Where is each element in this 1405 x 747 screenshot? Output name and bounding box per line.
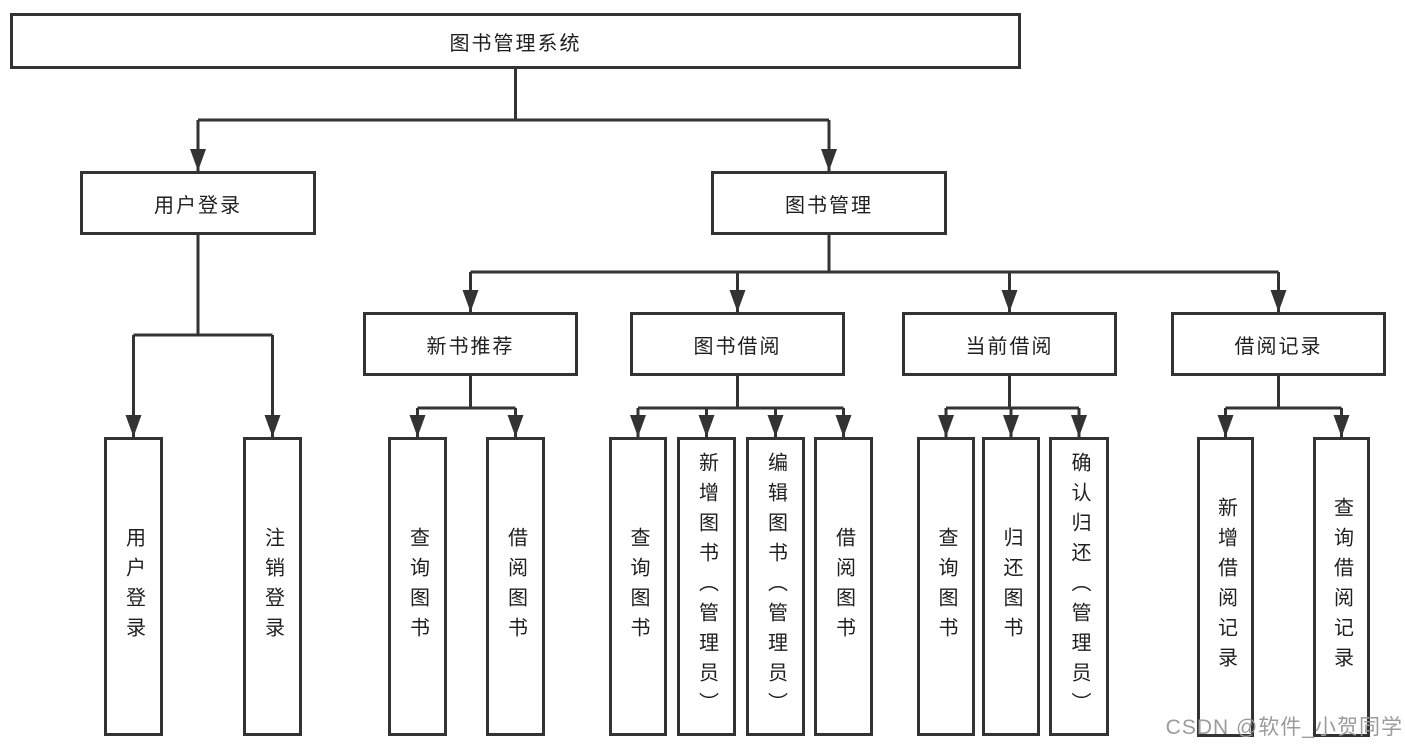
- node-borrow-records: 借阅记录: [1171, 312, 1386, 376]
- leaf-return-books: 归还图书: [982, 437, 1040, 736]
- node-new-book-recommend: 新书推荐: [363, 312, 578, 376]
- leaf-edit-book-admin: 编辑图书（管理员）: [746, 437, 805, 736]
- leaf-query-borrow-record: 查询借阅记录: [1313, 437, 1370, 737]
- leaf-borrow-books-recommend: 借阅图书: [486, 437, 545, 736]
- leaf-query-books-current: 查询图书: [917, 437, 975, 736]
- node-book-borrow: 图书借阅: [630, 312, 845, 376]
- node-current-borrow: 当前借阅: [902, 312, 1117, 376]
- leaf-add-borrow-record: 新增借阅记录: [1197, 437, 1254, 737]
- leaf-user-login: 用户登录: [104, 437, 163, 736]
- node-book-management: 图书管理: [711, 171, 947, 235]
- leaf-add-book-admin: 新增图书（管理员）: [677, 437, 736, 736]
- leaf-confirm-return-admin: 确认归还（管理员）: [1049, 437, 1109, 736]
- node-root-library-system: 图书管理系统: [10, 13, 1021, 69]
- leaf-logout: 注销登录: [243, 437, 302, 736]
- node-user-login: 用户登录: [80, 171, 316, 235]
- leaf-query-books-borrow: 查询图书: [609, 437, 667, 736]
- leaf-query-books-recommend: 查询图书: [388, 437, 447, 736]
- leaf-borrow-books: 借阅图书: [814, 437, 873, 736]
